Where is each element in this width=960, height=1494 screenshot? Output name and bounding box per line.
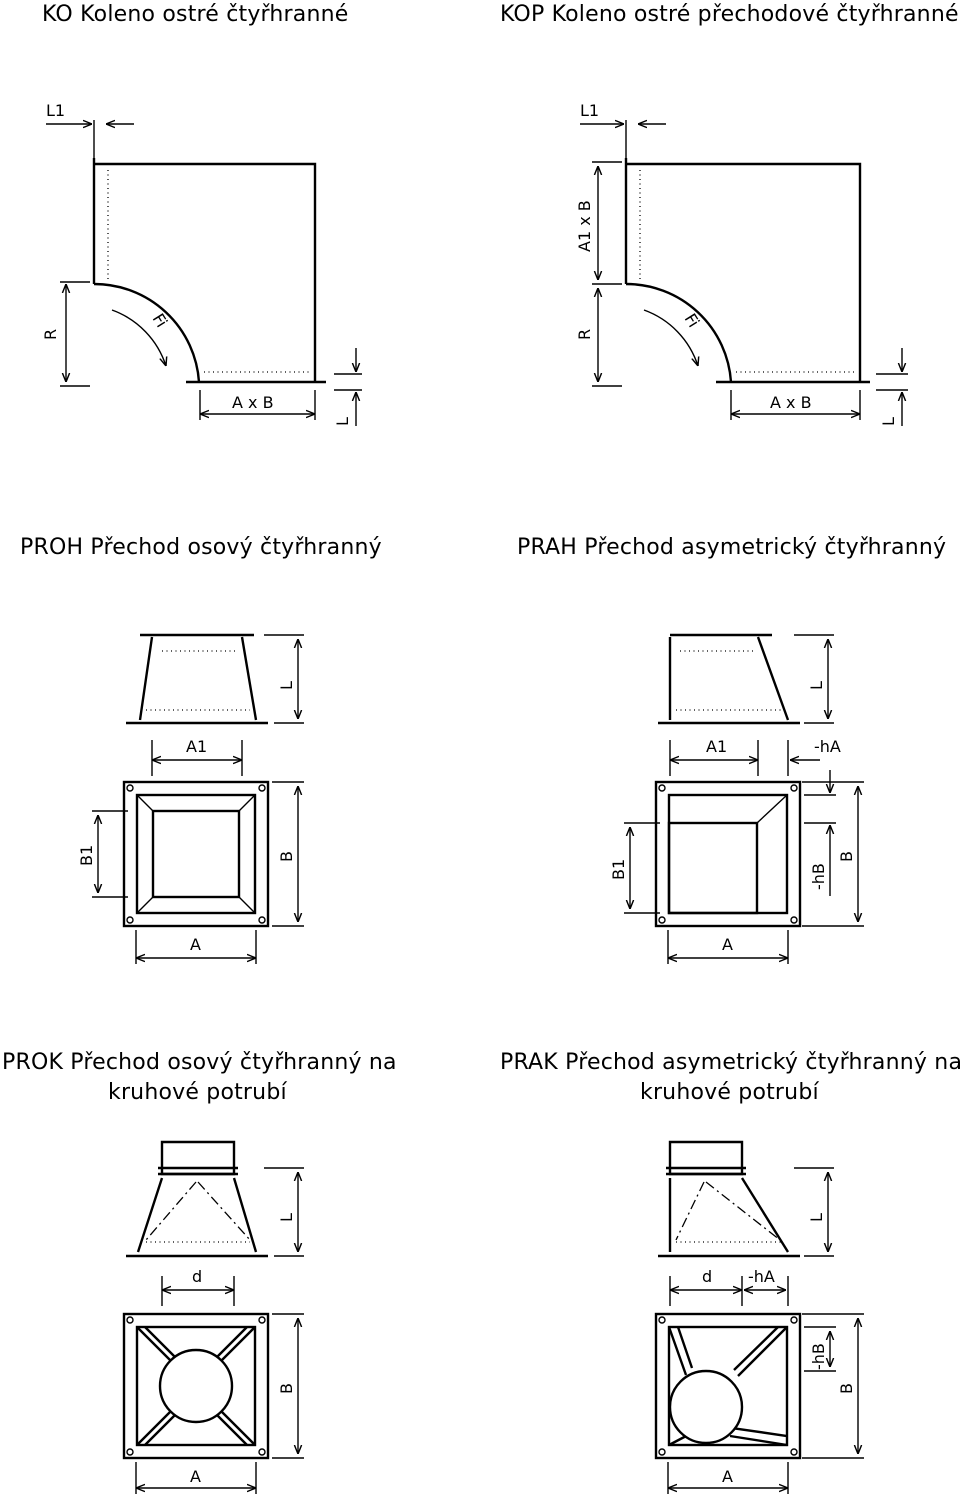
prok-b-label: B: [277, 1383, 296, 1394]
prok-l-label: L: [277, 1213, 296, 1222]
title-prah: PRAH Přechod asymetrický čtyřhranný: [517, 535, 947, 560]
title-prak-line1: PRAK Přechod asymetrický čtyřhranný na: [500, 1050, 960, 1075]
kop-axb-label: A x B: [770, 393, 812, 412]
prah-a-label: A: [722, 935, 733, 954]
prok-a-label: A: [190, 1467, 201, 1486]
ko-elbow-drawing: Fi L1 R A x B L: [41, 101, 362, 426]
kop-l-label: L: [879, 417, 898, 426]
prak-side-view: L d -hA: [658, 1140, 834, 1306]
proh-side-view: L A1: [126, 633, 304, 776]
prak-b-label: B: [837, 1383, 856, 1394]
title-prok-line2: kruhové potrubí: [108, 1080, 287, 1105]
kop-r-label: R: [575, 329, 594, 340]
prah-ha-label: -hA: [814, 737, 841, 756]
kop-l1-label: L1: [580, 101, 599, 120]
prak-a-label: A: [722, 1467, 733, 1486]
title-prok-line1: PROK Přechod osový čtyřhranný na: [2, 1050, 397, 1075]
prak-ha-label: -hA: [748, 1267, 775, 1286]
prah-front-view: B1 -hB B A: [609, 770, 864, 964]
title-kop: KOP Koleno ostré přechodové čtyřhranné: [500, 2, 959, 27]
ko-r-label: R: [41, 329, 60, 340]
prak-hb-label: -hB: [809, 1343, 828, 1370]
prak-l-label: L: [807, 1213, 826, 1222]
title-prak-line2: kruhové potrubí: [640, 1080, 819, 1105]
proh-front-view: B1 B A: [77, 780, 304, 964]
prok-side-view: L d: [126, 1140, 304, 1306]
ko-axb-label: A x B: [232, 393, 274, 412]
kop-elbow-drawing: Fi L1 A1 x B R A x B L: [575, 101, 908, 426]
kop-a1xb-label: A1 x B: [575, 200, 594, 252]
prah-b1-label: B1: [609, 859, 628, 880]
ko-l1-label: L1: [46, 101, 65, 120]
prok-front-view: B A: [122, 1312, 304, 1494]
prah-l-label: L: [807, 681, 826, 690]
prok-d-label: d: [192, 1267, 202, 1286]
prah-hb-label: -hB: [809, 863, 828, 890]
prah-b-label: B: [837, 851, 856, 862]
proh-b1-label: B1: [77, 845, 96, 866]
prah-a1-label: A1: [706, 737, 727, 756]
proh-a1-label: A1: [186, 737, 207, 756]
prah-side-view: L A1 -hA: [658, 633, 841, 776]
prak-front-view: -hB B A: [654, 1312, 864, 1494]
ko-l-label: L: [333, 417, 352, 426]
prak-d-label: d: [702, 1267, 712, 1286]
title-proh: PROH Přechod osový čtyřhranný: [20, 535, 382, 560]
proh-l-label: L: [277, 681, 296, 690]
title-ko: KO Koleno ostré čtyřhranné: [42, 2, 349, 27]
proh-a-label: A: [190, 935, 201, 954]
proh-b-label: B: [277, 851, 296, 862]
